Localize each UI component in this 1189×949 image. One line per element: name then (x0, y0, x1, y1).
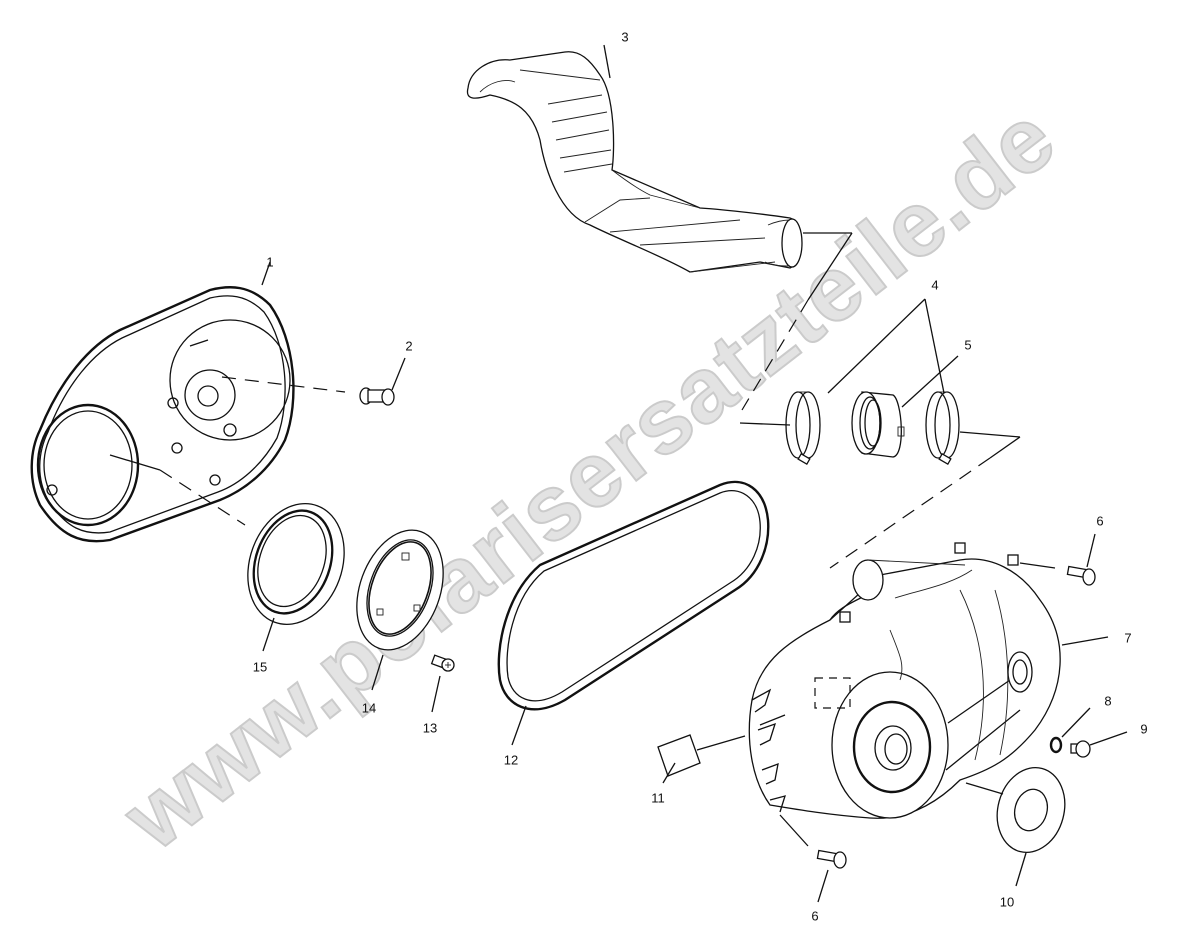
part-4-hose-clamp-right[interactable] (925, 391, 960, 465)
part-4-hose-clamp-left[interactable] (785, 391, 821, 465)
part-7-outer-clutch-cover[interactable] (748, 542, 1109, 819)
part-3-air-duct[interactable] (466, 44, 803, 273)
part-13-screw[interactable] (430, 654, 455, 713)
part-2-bolt[interactable] (359, 357, 406, 406)
part-10-gasket-disc[interactable] (965, 760, 1074, 887)
part-8-o-ring[interactable] (1049, 707, 1091, 754)
callout-9: 9 (1140, 721, 1148, 737)
callout-10: 10 (999, 894, 1015, 910)
callout-13: 13 (422, 720, 438, 736)
callout-4: 4 (931, 277, 939, 293)
part-6-bolt-lower[interactable] (779, 814, 847, 903)
callout-14: 14 (361, 700, 377, 716)
callout-11: 11 (651, 790, 665, 806)
part-15-seal[interactable] (232, 490, 361, 652)
callout-12: 12 (503, 752, 519, 768)
part-5-duct-coupler[interactable] (851, 355, 959, 458)
part-1-inner-clutch-cover[interactable] (30, 261, 295, 543)
callout-5: 5 (964, 337, 972, 353)
part-12-drive-belt[interactable] (497, 480, 770, 746)
part-9-drain-plug[interactable] (1070, 731, 1128, 758)
callout-2: 2 (405, 338, 413, 354)
callout-1: 1 (266, 254, 274, 270)
callout-6-upper: 6 (1096, 513, 1104, 529)
callout-15: 15 (252, 659, 268, 675)
callout-7: 7 (1124, 630, 1132, 646)
callout-6-lower: 6 (811, 908, 819, 924)
part-11-label-decal[interactable] (657, 714, 786, 784)
callout-3: 3 (621, 29, 629, 45)
part-6-bolt-upper[interactable] (1019, 533, 1096, 586)
part-14-retainer-plate[interactable] (341, 518, 459, 691)
callout-8: 8 (1104, 693, 1112, 709)
